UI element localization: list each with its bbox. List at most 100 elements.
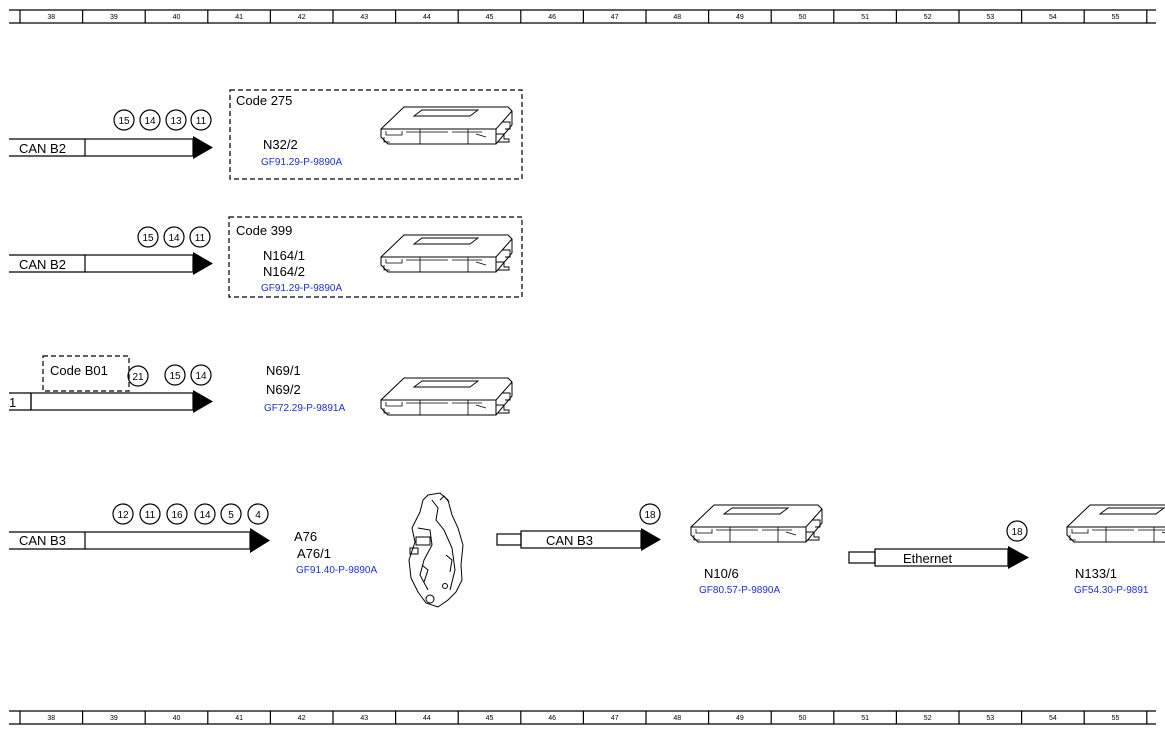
component-label[interactable]: N10/6 bbox=[704, 566, 739, 581]
document-reference-link[interactable]: GF72.29-P-9891A bbox=[264, 403, 345, 414]
bus-line[interactable] bbox=[84, 531, 251, 550]
component-label[interactable]: A76/1 bbox=[297, 546, 331, 561]
connector-pin bbox=[127, 365, 149, 387]
top-ruler-number: 48 bbox=[673, 14, 681, 21]
connector-pins: 15 14 bbox=[164, 364, 212, 386]
document-reference-link[interactable]: GF91.29-P-9890A bbox=[261, 157, 342, 168]
control-unit-icon[interactable] bbox=[380, 234, 513, 273]
bus-stub bbox=[848, 551, 876, 564]
bottom-ruler-number: 51 bbox=[861, 715, 869, 722]
bottom-ruler-number: 50 bbox=[799, 715, 807, 722]
bus-label: CAN B3 bbox=[546, 533, 593, 548]
connector-number: 4 bbox=[255, 510, 261, 521]
bottom-ruler-number: 53 bbox=[986, 715, 994, 722]
code-box bbox=[228, 216, 523, 298]
top-ruler-number: 40 bbox=[173, 14, 181, 21]
connector-pin bbox=[189, 226, 211, 248]
arrow-head-icon bbox=[1008, 546, 1029, 569]
control-unit-icon[interactable] bbox=[380, 377, 513, 416]
component-label[interactable]: N69/2 bbox=[266, 382, 301, 397]
bottom-ruler-number: 52 bbox=[924, 715, 932, 722]
belt-tensioner-icon[interactable] bbox=[408, 492, 464, 608]
bottom-ruler-number: 42 bbox=[298, 715, 306, 722]
connector-number: 13 bbox=[170, 116, 182, 127]
component-label[interactable]: N32/2 bbox=[263, 137, 298, 152]
control-unit-icon[interactable] bbox=[690, 504, 823, 543]
bottom-ruler-number: 43 bbox=[360, 715, 368, 722]
bottom-ruler-number: 47 bbox=[611, 715, 619, 722]
code-label: Code B01 bbox=[50, 363, 108, 378]
component-label[interactable]: A76 bbox=[294, 529, 317, 544]
top-ruler-number: 50 bbox=[799, 14, 807, 21]
document-reference-link[interactable]: GF80.57-P-9890A bbox=[699, 585, 780, 596]
connector-number: 21 bbox=[132, 372, 144, 383]
document-reference-link[interactable]: GF91.29-P-9890A bbox=[261, 283, 342, 294]
top-ruler-number: 52 bbox=[924, 14, 932, 21]
connector-number: 5 bbox=[228, 510, 234, 521]
connector-number: 12 bbox=[117, 510, 129, 521]
connector-pin bbox=[164, 364, 186, 386]
connector-pin bbox=[113, 109, 135, 131]
connector-pin bbox=[165, 109, 187, 131]
row-2: CAN B2 15 14 11 Code 399 N164/1 N164/2 G… bbox=[9, 216, 523, 298]
arrow-head-icon bbox=[250, 528, 270, 553]
row-4: CAN B3 12 11 16 14 5 4 A76 A76/1 GF91.40… bbox=[9, 492, 1165, 608]
bottom-ruler-number: 48 bbox=[673, 715, 681, 722]
top-ruler-number: 47 bbox=[611, 14, 619, 21]
code-box bbox=[229, 89, 523, 180]
connector-pins: 15 14 13 11 bbox=[113, 109, 212, 131]
control-unit-icon[interactable] bbox=[1066, 504, 1165, 543]
component-label[interactable]: N164/1 bbox=[263, 248, 305, 263]
document-reference-link[interactable]: GF54.30-P-9891 bbox=[1074, 585, 1149, 596]
code-label: Code 399 bbox=[236, 223, 292, 238]
component-label[interactable]: N69/1 bbox=[266, 363, 301, 378]
connector-pin bbox=[139, 109, 161, 131]
bottom-ruler-number: 49 bbox=[736, 715, 744, 722]
connector-number: 15 bbox=[142, 233, 154, 244]
bus-line[interactable] bbox=[84, 138, 194, 157]
connector-pins: 12 11 16 14 5 4 bbox=[112, 503, 269, 525]
bottom-ruler-number: 39 bbox=[110, 715, 118, 722]
bus-line[interactable] bbox=[30, 392, 194, 411]
connector-number: 11 bbox=[196, 116, 207, 127]
bottom-ruler-number: 40 bbox=[173, 715, 181, 722]
connector-pin bbox=[190, 109, 212, 131]
top-ruler-number: 55 bbox=[1112, 14, 1120, 21]
bottom-ruler-number: 45 bbox=[486, 715, 494, 722]
document-reference-link[interactable]: GF91.40-P-9890A bbox=[296, 565, 377, 576]
connector-pin bbox=[190, 364, 212, 386]
arrow-head-icon bbox=[193, 252, 213, 275]
control-unit-icon[interactable] bbox=[380, 106, 513, 145]
bottom-ruler-number: 44 bbox=[423, 715, 431, 722]
connector-number: 14 bbox=[195, 371, 207, 382]
connector-number: 14 bbox=[199, 510, 211, 521]
top-ruler-number: 49 bbox=[736, 14, 744, 21]
top-ruler-number: 43 bbox=[360, 14, 368, 21]
component-label[interactable]: N164/2 bbox=[263, 264, 305, 279]
connector-number: 14 bbox=[168, 233, 180, 244]
bottom-ruler-number: 54 bbox=[1049, 715, 1057, 722]
connector-pin bbox=[220, 503, 242, 525]
top-ruler-number: 45 bbox=[486, 14, 494, 21]
connector-pins: 15 14 11 bbox=[137, 226, 211, 248]
top-ruler-number: 53 bbox=[986, 14, 994, 21]
bus-label: CAN B2 bbox=[19, 141, 66, 156]
connector-pin bbox=[247, 503, 269, 525]
connector-number: 18 bbox=[1011, 527, 1023, 538]
code-label: Code 275 bbox=[236, 93, 292, 108]
row-3: 1 Code B01 21 15 14 N69/1 N69/2 GF72.29-… bbox=[9, 355, 513, 416]
connector-number: 11 bbox=[195, 233, 206, 244]
top-ruler-number: 38 bbox=[47, 14, 55, 21]
connector-pin bbox=[163, 226, 185, 248]
connector-pin bbox=[1006, 520, 1028, 542]
top-ruler-number: 42 bbox=[298, 14, 306, 21]
bus-label: CAN B2 bbox=[19, 257, 66, 272]
connector-pin bbox=[166, 503, 188, 525]
bus-line[interactable] bbox=[84, 254, 194, 273]
connector-number: 18 bbox=[644, 510, 656, 521]
bus-label: CAN B3 bbox=[19, 533, 66, 548]
bottom-ruler-number: 46 bbox=[548, 715, 556, 722]
component-label[interactable]: N133/1 bbox=[1075, 566, 1117, 581]
